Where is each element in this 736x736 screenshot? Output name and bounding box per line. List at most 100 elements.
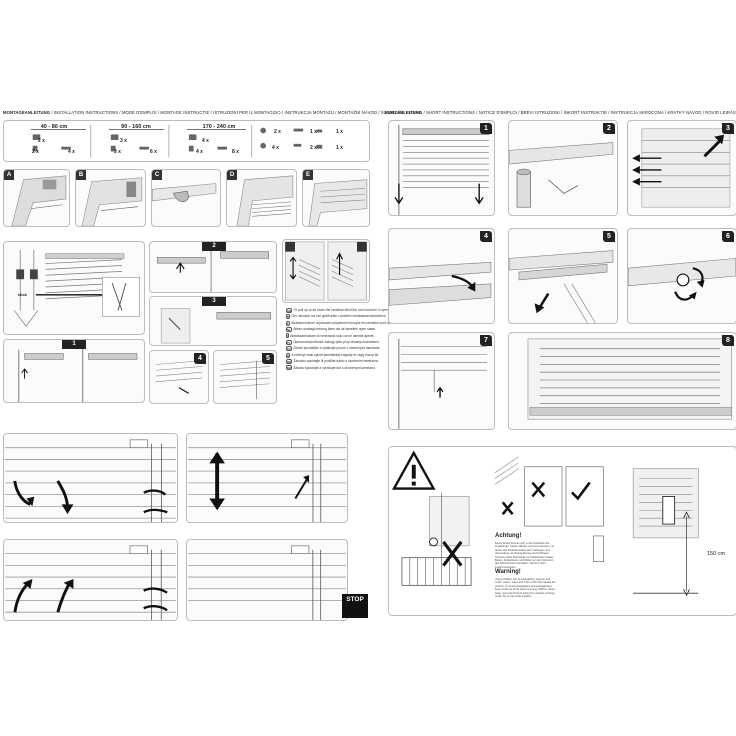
mount-panel-c: C <box>151 169 221 227</box>
step-3-panel: 3 <box>149 296 277 346</box>
qty: 4 x <box>68 149 75 155</box>
stop-sign: STOP <box>342 594 368 618</box>
size-range-2: 90 - 160 cm 3 x 3 x 6 x <box>106 124 166 160</box>
step-5-panel: 5 <box>213 350 277 404</box>
left-title-rest: / INSTALLATION INSTRUCTIONS / MODE D'EMP… <box>50 110 422 115</box>
step-4-panel: 4 <box>149 350 209 404</box>
language-code: H <box>286 352 291 358</box>
short-step-number: 7 <box>480 335 492 346</box>
qty: 4 x <box>202 138 209 144</box>
step-1-panel: 1 <box>3 339 145 403</box>
size-range-3: 170 - 240 cm 4 x 4 x 8 x <box>188 124 250 160</box>
parts-overview-panel: 40 - 80 cm 2 x 2 x 4 x 90 - 160 cm 3 x 3… <box>3 120 370 162</box>
language-code: NL <box>286 326 292 332</box>
language-code: GB <box>286 307 293 313</box>
language-text: Abaisser/relever la jalousie uniquement … <box>291 320 401 325</box>
language-code: I <box>286 333 289 339</box>
stop-panel <box>186 539 348 621</box>
mount-panel-a: A <box>3 169 70 227</box>
short-step-number: 8 <box>722 335 734 346</box>
qty: 2 x <box>38 138 45 144</box>
qty: 8 x <box>232 149 239 155</box>
short-step-number: 4 <box>480 231 492 242</box>
language-code: PL <box>286 339 292 345</box>
size-range-label: 90 - 160 cm <box>121 124 151 130</box>
right-title-rest: / SHORT INSTRUCTIONS / NOTICE D'EMPLOI /… <box>422 110 736 115</box>
short-step-8: 8 <box>508 332 736 430</box>
left-page-title: MONTAGEANLEITUNG / INSTALLATION INSTRUCT… <box>3 110 422 115</box>
language-text: A redőnyt csak nyitott lamellákkal enged… <box>291 352 380 357</box>
language-text: Abbassare/alzare la veneziana solo con l… <box>290 333 375 338</box>
language-text: Der Jalousie nur bei geöffneten Lamellen… <box>291 314 387 319</box>
cord-height-label: 150 cm <box>707 551 726 557</box>
language-text: Žaluzii spouštějte a vytahujte pouze s o… <box>293 346 381 351</box>
part-qty-a: 2 x <box>274 129 281 135</box>
part-qty-c: 1 x <box>336 129 343 135</box>
mount-panel-b: B <box>75 169 146 227</box>
language-text: Žaluzinu spuštajte ili podižite samo s o… <box>293 359 379 364</box>
stop-label: STOP <box>346 596 364 603</box>
parts-overview-drawing <box>30 124 323 158</box>
size-range-1: 40 - 80 cm 2 x 2 x 4 x <box>24 124 84 160</box>
right-page-title: KURZANLEITUNG / SHORT INSTRUCTIONS / NOT… <box>385 110 736 115</box>
short-step-7: 7 <box>388 332 495 430</box>
tilt-panel-1 <box>3 433 178 523</box>
step-2-panel: 2 <box>149 241 277 293</box>
step-number-2: 2 <box>202 242 226 251</box>
language-text: Alleen omlaag/omhoog laten als de lamell… <box>293 327 377 332</box>
cord-click-panel: click <box>3 241 145 335</box>
part-qty-f: 1 x <box>336 145 343 151</box>
size-range-label: 170 - 240 cm <box>202 124 236 130</box>
short-step-number: 2 <box>603 123 615 134</box>
size-range-label: 40 - 80 cm <box>40 124 68 130</box>
step-number-1: 1 <box>62 340 86 349</box>
safety-warning-panel: Achtung! Kleine Kinder können sich in de… <box>388 446 736 616</box>
short-step-6: 6 <box>627 228 736 324</box>
warning-heading-en: Warning! <box>495 569 521 575</box>
part-qty-e: 2 x <box>310 145 317 151</box>
mount-panel-d: D <box>226 169 297 227</box>
short-step-5: 5 <box>508 228 618 324</box>
tilt-panel-2 <box>3 539 178 621</box>
short-step-number: 3 <box>722 123 734 134</box>
click-label: click <box>18 292 27 297</box>
warning-text-en: Young children can be strangled by loops… <box>495 578 556 599</box>
right-title-bold: KURZANLEITUNG <box>385 110 423 115</box>
short-step-4: 4 <box>388 228 495 324</box>
language-text: To pull up or let down the venetian blin… <box>293 308 403 312</box>
language-code: F <box>286 320 290 326</box>
short-step-3: 3 <box>627 120 736 216</box>
language-text: Žalúziu spúšťajte a vyťahujte iba s otvo… <box>293 365 376 370</box>
qty: 6 x <box>150 149 157 155</box>
step-letter-d: D <box>227 170 237 180</box>
qty: 3 x <box>114 149 121 155</box>
qty: 3 x <box>120 138 127 144</box>
cord-direction-panel <box>282 239 370 303</box>
step-number-4: 4 <box>194 353 206 364</box>
language-code: SK <box>286 365 292 371</box>
warning-heading-de: Achtung! <box>495 533 522 539</box>
step-letter-b: B <box>76 170 86 180</box>
language-code: D <box>286 314 291 320</box>
qty: 2 x <box>32 149 39 155</box>
left-title-bold: MONTAGEANLEITUNG <box>3 110 51 115</box>
step-letter-a: A <box>4 170 14 180</box>
mount-panel-e: E <box>302 169 370 227</box>
short-step-number: 1 <box>480 123 492 134</box>
short-step-number: 5 <box>603 231 615 242</box>
raise-lower-panel <box>186 433 348 523</box>
language-code: CZ <box>286 346 292 352</box>
language-code: HR <box>286 358 293 364</box>
part-qty-d: 4 x <box>272 145 279 151</box>
